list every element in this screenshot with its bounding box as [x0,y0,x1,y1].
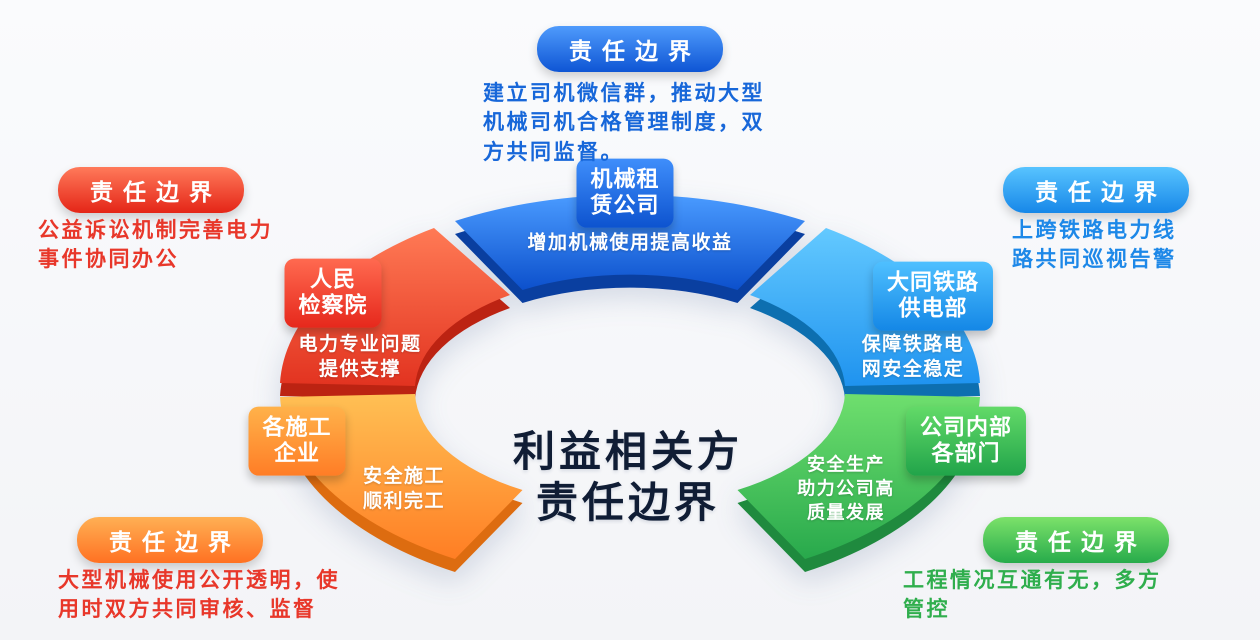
callout-left-bottom-text: 大型机械使用公开透明，使 用时双方共同审核、监督 [58,569,340,622]
callout-left-top-pill: 责任边界 [58,167,244,213]
callout-top-text: 建立司机微信群，推动大型 机械司机合格管理制度，双 方共同监督。 [483,82,765,164]
callout-top-pill: 责任边界 [537,26,723,72]
segment-machinery-arc [455,194,805,290]
badge-construction-companies: 各施工 企业 [248,406,346,476]
callout-left-top-text: 公益诉讼机制完善电力 事件协同办公 [38,219,273,272]
callout-right-top-pill: 责任边界 [1003,167,1189,213]
callout-left-bottom-pill: 责任边界 [77,517,263,563]
badge-railway-power-dept: 大同铁路 供电部 [872,261,994,331]
badge-internal-departments: 公司内部 各部门 [905,406,1027,476]
desc-peoples-procuratorate: 电力专业问题 提供支撑 [298,333,422,380]
center-title: 利益相关方 责任边界 [512,428,744,527]
badge-peoples-procuratorate: 人民 检察院 [284,258,382,328]
callout-right-top-text: 上跨铁路电力线 路共同巡视告警 [1012,219,1177,272]
badge-machinery-company: 机械租 赁公司 [576,158,674,228]
callout-right-bottom-pill: 责任边界 [983,517,1169,563]
desc-internal-departments: 安全生产 助力公司高 质量发展 [797,454,895,522]
desc-railway-power-dept: 保障铁路电 网安全稳定 [861,333,965,380]
desc-construction-companies: 安全施工 顺利完工 [362,465,446,512]
segment-procuratorate-arc [280,228,510,386]
desc-machinery-company: 增加机械使用提高收益 [527,232,733,254]
callout-right-bottom-text: 工程情况互通有无，多方 管控 [903,569,1162,622]
segment-railway-arc [750,228,980,386]
